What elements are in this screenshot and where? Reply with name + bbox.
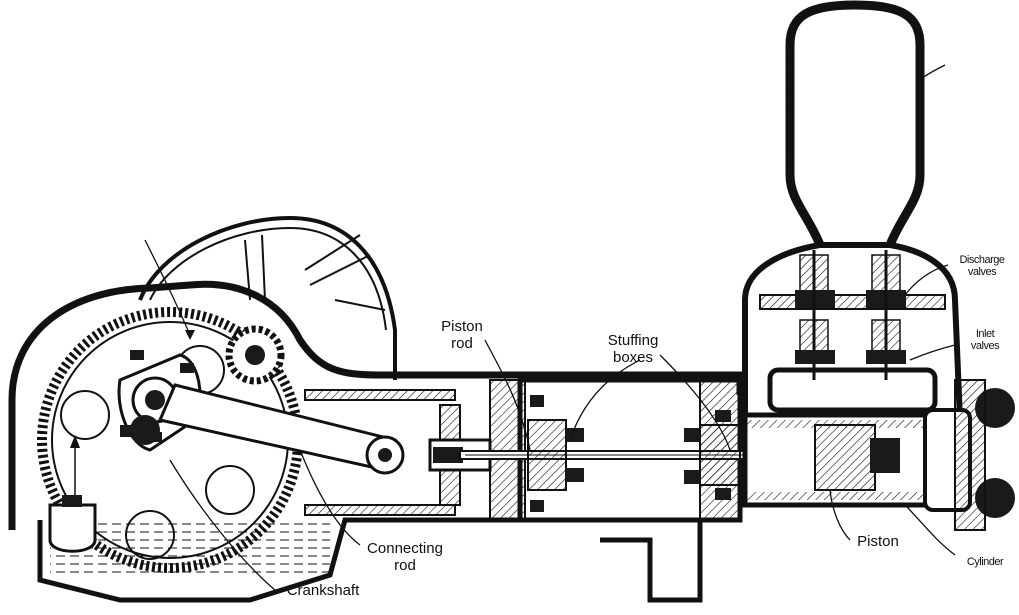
connecting-rod: [157, 383, 405, 475]
air-chamber: [785, 0, 925, 247]
piston-rod-label-line2: rod: [451, 335, 473, 352]
piston-body: [814, 424, 876, 491]
oil-cup: [48, 495, 97, 553]
stuffing-boxes-label: Stuffing boxes: [598, 332, 668, 366]
rotation-arrow: [70, 435, 80, 495]
pinion-gear: [225, 325, 285, 385]
stuffing-boxes-label-line2: boxes: [612, 349, 654, 366]
valve-chamber: [742, 242, 964, 423]
discharge-valves-label: Discharge valves: [948, 254, 1016, 278]
connecting-rod-label-line1: Connecting: [367, 540, 443, 557]
discharge-valves-label-line1: Discharge: [959, 254, 1005, 266]
leader-lines: [144, 64, 956, 591]
connecting-rod-label-line2: rod: [394, 557, 416, 574]
inlet-valve-assembly: [795, 319, 906, 364]
piston-label: Piston: [857, 533, 899, 550]
piston-rod-label-line1: Piston: [441, 318, 483, 335]
stuffing-box-1: [527, 395, 584, 512]
discharge-valves-label-line2: valves: [967, 266, 997, 278]
cylinder-label: Cylinder: [966, 556, 1004, 568]
crankshaft-label: Crankshaft: [286, 582, 360, 599]
cylinder: [742, 379, 1015, 531]
inlet-valves-label-line1: Inlet: [975, 328, 995, 340]
connecting-rod-label: Connecting rod: [360, 540, 450, 574]
stuffing-boxes-label-line1: Stuffing: [607, 332, 659, 349]
inlet-valves-label-line2: valves: [970, 340, 1000, 352]
inlet-valves-label: Inlet valves: [955, 328, 1015, 352]
piston-rod-label: Piston rod: [432, 318, 492, 352]
stuffing-box-2: [684, 410, 741, 500]
